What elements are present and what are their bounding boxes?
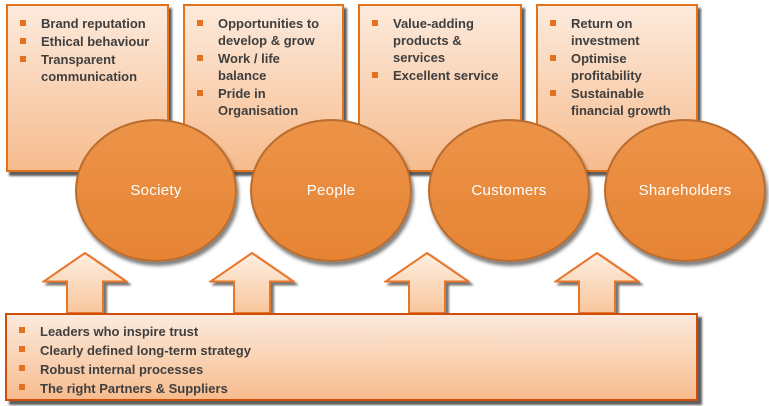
- list-item-text: Optimise profitability: [571, 51, 642, 83]
- circle-people: People: [250, 119, 412, 262]
- square-bullet-icon: [197, 90, 203, 96]
- square-bullet-icon: [550, 20, 556, 26]
- list-item: Clearly defined long-term strategy: [17, 341, 692, 360]
- square-bullet-icon: [19, 346, 25, 352]
- list-item-text: Transparent communication: [41, 52, 138, 84]
- list-item-text: Excellent service: [393, 68, 499, 83]
- foundation-list: Leaders who inspire trust Clearly define…: [7, 315, 696, 398]
- list-item-text: Leaders who inspire trust: [40, 324, 199, 339]
- customers-benefits-list: Value-adding products & services Excelle…: [360, 6, 520, 84]
- list-item-text: Brand reputation: [41, 16, 146, 31]
- up-arrow-icon: [382, 251, 472, 314]
- shareholders-benefits-list: Return on investment Optimise profitabil…: [538, 6, 696, 119]
- circle-label: Shareholders: [638, 182, 732, 199]
- people-benefits-list: Opportunities to develop & grow Work / l…: [185, 6, 342, 119]
- circle-shareholders: Shareholders: [604, 119, 766, 262]
- list-item-text: Opportunities to develop & grow: [218, 16, 320, 48]
- square-bullet-icon: [197, 20, 203, 26]
- list-item: Ethical behaviour: [18, 33, 163, 50]
- list-item: Brand reputation: [18, 15, 163, 32]
- list-item-text: The right Partners & Suppliers: [40, 381, 228, 396]
- square-bullet-icon: [372, 72, 378, 78]
- up-arrow-icon: [207, 251, 297, 314]
- circle-label: Customers: [471, 182, 547, 199]
- square-bullet-icon: [550, 55, 556, 61]
- list-item: Sustainable financial growth: [548, 85, 692, 119]
- list-item: Transparent communication: [18, 51, 163, 85]
- list-item-text: Value-adding products & services: [393, 16, 474, 65]
- list-item: Return on investment: [548, 15, 692, 49]
- list-item-text: Clearly defined long-term strategy: [40, 343, 251, 358]
- square-bullet-icon: [20, 20, 26, 26]
- list-item: Leaders who inspire trust: [17, 322, 692, 341]
- list-item-text: Work / life balance: [218, 51, 280, 83]
- square-bullet-icon: [19, 384, 25, 390]
- circle-customers: Customers: [428, 119, 590, 262]
- up-arrow-icon: [552, 251, 642, 314]
- list-item: Value-adding products & services: [370, 15, 516, 66]
- society-benefits-list: Brand reputation Ethical behaviour Trans…: [8, 6, 167, 85]
- up-arrow-icon: [40, 251, 130, 314]
- square-bullet-icon: [20, 38, 26, 44]
- circle-label: People: [306, 182, 356, 199]
- list-item: Pride in Organisation: [195, 85, 338, 119]
- list-item: The right Partners & Suppliers: [17, 379, 692, 398]
- square-bullet-icon: [20, 56, 26, 62]
- foundation-box: Leaders who inspire trust Clearly define…: [5, 313, 698, 401]
- circle-society: Society: [75, 119, 237, 262]
- list-item-text: Return on investment: [571, 16, 640, 48]
- square-bullet-icon: [197, 55, 203, 61]
- square-bullet-icon: [550, 90, 556, 96]
- list-item: Robust internal processes: [17, 360, 692, 379]
- list-item-text: Pride in Organisation: [218, 86, 299, 118]
- square-bullet-icon: [372, 20, 378, 26]
- square-bullet-icon: [19, 365, 25, 371]
- list-item-text: Ethical behaviour: [41, 34, 150, 49]
- list-item-text: Sustainable financial growth: [571, 86, 671, 118]
- circle-label: Society: [130, 182, 182, 199]
- list-item: Excellent service: [370, 67, 516, 84]
- square-bullet-icon: [19, 327, 25, 333]
- list-item-text: Robust internal processes: [40, 362, 204, 377]
- list-item: Optimise profitability: [548, 50, 692, 84]
- list-item: Work / life balance: [195, 50, 338, 84]
- list-item: Opportunities to develop & grow: [195, 15, 338, 49]
- panel-society: Brand reputation Ethical behaviour Trans…: [6, 4, 169, 172]
